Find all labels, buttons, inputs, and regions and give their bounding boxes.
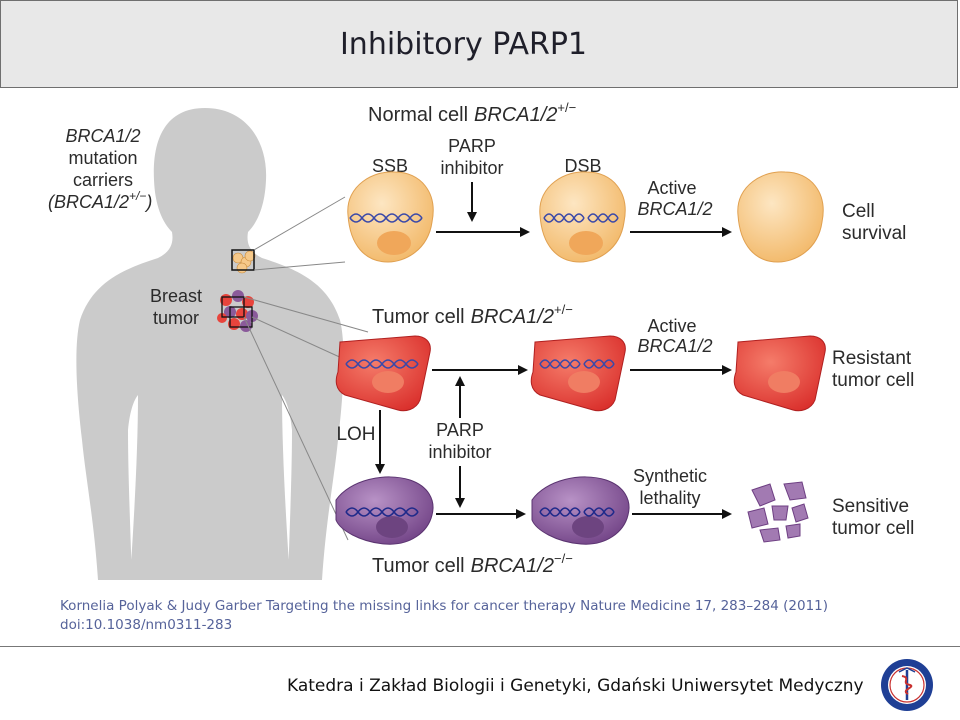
citation-doi: doi:10.1038/nm0311-283 <box>60 617 233 633</box>
loh-cell-2 <box>531 476 630 545</box>
parp-diagram: BRCA1/2 mutation carriers (BRCA1/2+/−) B… <box>48 100 914 580</box>
synthetic-lethality-2: lethality <box>639 488 700 508</box>
loh-cell-1 <box>335 476 434 545</box>
normal-cell-3 <box>737 171 824 263</box>
dead-cell-fragments <box>747 481 809 543</box>
breast-label: Breast <box>150 286 202 306</box>
carriers-label-2: mutation <box>68 148 137 168</box>
citation: Kornelia Polyak & Judy Garber Targeting … <box>60 597 920 635</box>
sensitive-2: tumor cell <box>832 518 914 539</box>
parp-inhibitor-mid-2: inhibitor <box>428 442 491 462</box>
loh-label: LOH <box>336 424 375 445</box>
breast-tumor-cells <box>217 290 258 332</box>
active-brca-top-2: BRCA1/2 <box>637 199 712 219</box>
ssb-label: SSB <box>372 156 408 176</box>
carriers-label-3: carriers <box>73 170 133 190</box>
parp-inhibitor-top-1: PARP <box>448 136 496 156</box>
cell-survival-1: Cell <box>842 201 875 222</box>
active-brca-top-1: Active <box>647 178 696 198</box>
carriers-label-1: BRCA1/2 <box>65 126 140 146</box>
parp-inhibitor-mid-1: PARP <box>436 420 484 440</box>
dsb-label: DSB <box>564 156 601 176</box>
female-silhouette <box>76 108 344 580</box>
synthetic-lethality-1: Synthetic <box>633 466 707 486</box>
resistant-1: Resistant <box>832 348 912 369</box>
footer-department: Katedra i Zakład Biologii i Genetyki, Gd… <box>287 676 864 696</box>
active-brca-mid-2: BRCA1/2 <box>637 336 712 356</box>
university-seal-icon <box>881 659 933 711</box>
normal-cell-1 <box>347 171 434 263</box>
breast-normal-cells <box>231 249 256 274</box>
cell-survival-2: survival <box>842 223 906 244</box>
parp-inhibitor-top-2: inhibitor <box>440 158 503 178</box>
footer-divider <box>0 646 960 647</box>
tumor-cell-1 <box>335 335 431 412</box>
active-brca-mid-1: Active <box>647 316 696 336</box>
normal-cell-2 <box>539 171 626 263</box>
carriers-genotype: (BRCA1/2+/−) <box>48 189 152 212</box>
tumor-label: tumor <box>153 308 199 328</box>
slide-title: Inhibitory PARP1 <box>339 27 587 62</box>
tumor-cell-2 <box>530 335 626 412</box>
title-bar: Inhibitory PARP1 <box>0 0 958 88</box>
tumor-cell-3 <box>733 335 826 412</box>
sensitive-1: Sensitive <box>832 496 909 517</box>
resistant-2: tumor cell <box>832 370 914 391</box>
citation-line-1: Kornelia Polyak & Judy Garber Targeting … <box>60 598 829 614</box>
